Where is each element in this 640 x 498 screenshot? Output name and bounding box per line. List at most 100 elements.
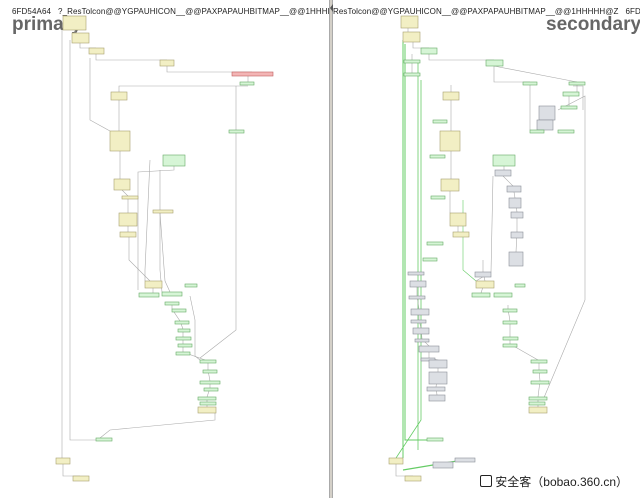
secondary-block[interactable] (426, 437, 444, 442)
primary-block[interactable] (174, 320, 190, 325)
secondary-block[interactable] (400, 15, 419, 29)
primary-flow-graph[interactable] (0, 0, 330, 498)
secondary-block[interactable] (485, 59, 504, 67)
secondary-block[interactable] (492, 154, 516, 167)
secondary-block[interactable] (530, 380, 550, 385)
secondary-block[interactable] (428, 371, 448, 385)
primary-block[interactable] (121, 195, 139, 200)
primary-block[interactable] (199, 380, 221, 385)
secondary-block[interactable] (420, 357, 436, 362)
primary-block[interactable] (175, 336, 192, 341)
primary-block[interactable] (184, 283, 198, 288)
secondary-block[interactable] (530, 359, 548, 364)
primary-block[interactable] (203, 387, 219, 392)
secondary-block[interactable] (532, 369, 548, 374)
primary-block[interactable] (95, 437, 113, 442)
primary-block[interactable] (55, 457, 71, 465)
secondary-block[interactable] (528, 401, 546, 406)
secondary-block[interactable] (449, 212, 467, 227)
primary-block[interactable] (162, 154, 186, 167)
secondary-block[interactable] (429, 154, 446, 159)
primary-block[interactable] (71, 32, 90, 44)
secondary-block[interactable] (412, 327, 430, 335)
primary-block[interactable] (144, 280, 163, 289)
secondary-block[interactable] (502, 308, 518, 313)
primary-block[interactable] (152, 209, 174, 214)
secondary-block[interactable] (430, 195, 446, 200)
secondary-block[interactable] (560, 105, 578, 110)
secondary-block[interactable] (440, 178, 460, 192)
primary-block[interactable] (177, 343, 193, 348)
secondary-block[interactable] (562, 91, 580, 97)
primary-block[interactable] (197, 396, 217, 401)
primary-block[interactable] (199, 401, 217, 406)
primary-block[interactable] (138, 292, 160, 298)
secondary-block[interactable] (426, 241, 444, 246)
primary-block[interactable] (159, 59, 175, 67)
secondary-block[interactable] (502, 336, 519, 341)
primary-block[interactable] (88, 47, 105, 55)
primary-block[interactable] (199, 359, 217, 364)
secondary-block[interactable] (506, 185, 522, 193)
secondary-block[interactable] (407, 271, 425, 276)
primary-block[interactable] (113, 178, 131, 191)
secondary-block[interactable] (388, 457, 404, 465)
secondary-block[interactable] (439, 130, 461, 152)
secondary-block[interactable] (428, 394, 446, 402)
primary-block[interactable] (177, 328, 191, 333)
secondary-block[interactable] (420, 47, 438, 55)
secondary-block[interactable] (408, 295, 426, 300)
secondary-graph-pane[interactable]: ResTolcon@@YGPAUHICON__@@PAXPAPAUHBITMAP… (333, 0, 640, 498)
secondary-block[interactable] (404, 475, 422, 482)
primary-block[interactable] (118, 212, 138, 227)
primary-block[interactable] (228, 129, 245, 134)
secondary-block[interactable] (529, 129, 545, 134)
secondary-block[interactable] (508, 197, 522, 209)
secondary-block[interactable] (502, 320, 518, 325)
secondary-block[interactable] (538, 105, 556, 121)
secondary-block[interactable] (442, 91, 460, 101)
primary-block[interactable] (231, 71, 274, 77)
secondary-block[interactable] (432, 119, 448, 124)
secondary-block[interactable] (428, 359, 448, 369)
secondary-block[interactable] (508, 251, 524, 267)
secondary-block[interactable] (510, 211, 524, 219)
primary-block[interactable] (161, 291, 183, 297)
secondary-block[interactable] (422, 257, 438, 262)
secondary-block[interactable] (493, 292, 513, 298)
secondary-block[interactable] (474, 271, 492, 278)
secondary-block[interactable] (475, 280, 495, 289)
secondary-block[interactable] (557, 129, 575, 134)
primary-block[interactable] (171, 308, 187, 313)
secondary-block[interactable] (528, 396, 548, 401)
secondary-block[interactable] (426, 386, 446, 392)
secondary-block[interactable] (452, 231, 470, 238)
secondary-block[interactable] (418, 345, 440, 353)
secondary-block[interactable] (528, 406, 548, 414)
primary-block[interactable] (197, 406, 217, 414)
splitter-arrow-icon[interactable] (330, 4, 333, 12)
secondary-block[interactable] (510, 231, 524, 239)
primary-block[interactable] (72, 475, 90, 482)
secondary-block[interactable] (410, 319, 427, 324)
primary-block[interactable] (239, 81, 255, 86)
primary-block[interactable] (164, 301, 180, 306)
secondary-block[interactable] (514, 283, 526, 288)
secondary-block[interactable] (432, 461, 454, 469)
primary-block[interactable] (109, 130, 131, 152)
secondary-block[interactable] (502, 343, 518, 348)
primary-graph-pane[interactable]: 6FD54A64 ?_ResTolcon@@YGPAUHICON__@@PAXP… (0, 0, 331, 498)
primary-block[interactable] (202, 369, 218, 374)
secondary-block[interactable] (522, 81, 538, 86)
secondary-block[interactable] (471, 292, 491, 298)
secondary-block[interactable] (536, 119, 554, 131)
secondary-block[interactable] (414, 338, 430, 343)
pane-splitter[interactable] (329, 0, 333, 498)
primary-block[interactable] (62, 15, 87, 31)
secondary-flow-graph[interactable] (333, 0, 640, 498)
secondary-block[interactable] (402, 31, 421, 43)
secondary-block[interactable] (454, 457, 476, 463)
secondary-block[interactable] (494, 169, 512, 177)
primary-block[interactable] (119, 231, 137, 238)
secondary-block[interactable] (403, 72, 421, 77)
